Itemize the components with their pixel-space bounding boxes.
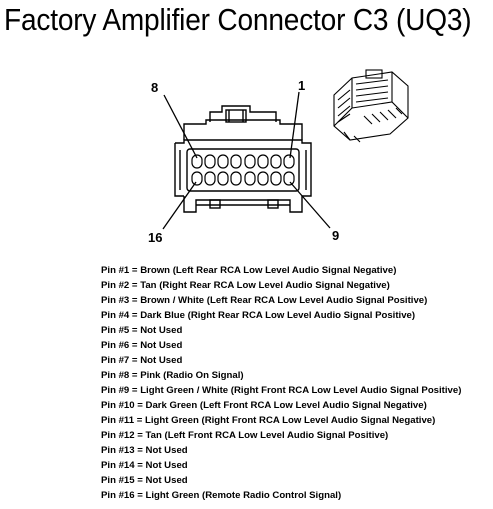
pin-cavities (191, 154, 295, 186)
pin-row-9: Pin #9 = Light Green / White (Right Fron… (101, 385, 462, 396)
callout-pin-9: 9 (332, 228, 340, 243)
page-title: Factory Amplifier Connector C3 (UQ3) (4, 3, 472, 37)
connector-face (174, 105, 312, 213)
pin-row-5: Pin #5 = Not Used (101, 325, 183, 336)
pin-row-16: Pin #16 = Light Green (Remote Radio Cont… (101, 490, 342, 501)
callout-pin-8: 8 (151, 80, 159, 95)
pin-row-8: Pin #8 = Pink (Radio On Signal) (101, 370, 244, 381)
connector-3d-sketch (333, 69, 409, 143)
pin-row-12: Pin #12 = Tan (Left Front RCA Low Level … (101, 430, 389, 441)
pin-row-14: Pin #14 = Not Used (101, 460, 188, 471)
pin-row-6: Pin #6 = Not Used (101, 340, 183, 351)
pin-row-7: Pin #7 = Not Used (101, 355, 183, 366)
callout-pin-1: 1 (298, 78, 306, 93)
pin-row-1: Pin #1 = Brown (Left Rear RCA Low Level … (101, 265, 397, 276)
pin-row-15: Pin #15 = Not Used (101, 475, 188, 486)
pin-row-4: Pin #4 = Dark Blue (Right Rear RCA Low L… (101, 310, 416, 321)
leader-lines (162, 91, 331, 230)
pin-row-11: Pin #11 = Light Green (Right Front RCA L… (101, 415, 436, 426)
pin-row-10: Pin #10 = Dark Green (Left Front RCA Low… (101, 400, 427, 411)
pin-assignment-list: Pin #1 = Brown (Left Rear RCA Low Level … (101, 263, 461, 503)
pin-row-2: Pin #2 = Tan (Right Rear RCA Low Level A… (101, 280, 390, 291)
pin-row-3: Pin #3 = Brown / White (Left Rear RCA Lo… (101, 295, 428, 306)
pin-row-13: Pin #13 = Not Used (101, 445, 188, 456)
callout-pin-16: 16 (148, 230, 163, 245)
connector-diagram (162, 69, 409, 230)
